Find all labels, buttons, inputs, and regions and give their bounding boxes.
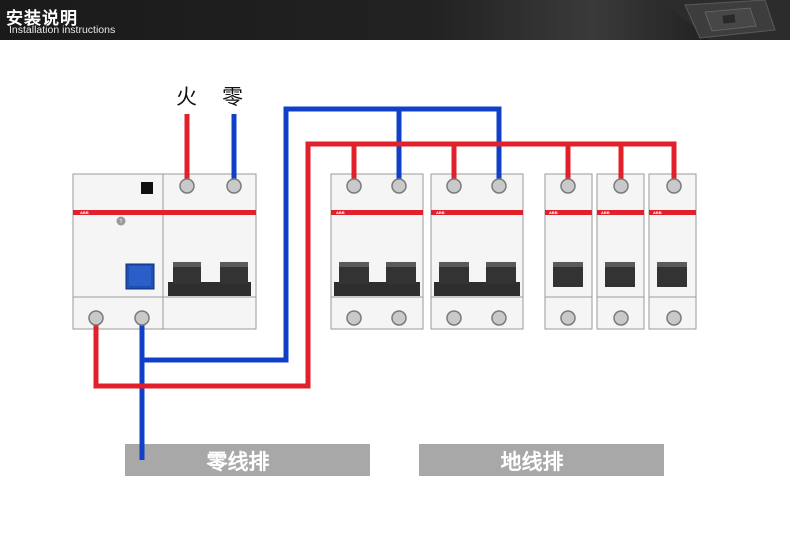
svg-text:T: T (119, 219, 122, 225)
header-subtitle: Installation instructions (9, 24, 116, 36)
neutral-busbar (125, 444, 370, 476)
main-breaker (162, 173, 257, 330)
header-title: 安装说明 (6, 9, 78, 29)
brand-logo: ABB (549, 210, 558, 215)
neutral-distribution-wire (139, 106, 502, 363)
breaker-b-handle-1[interactable] (439, 262, 469, 284)
breaker-2p-a: ABB (330, 173, 424, 330)
breaker-1p-d: ABB (596, 173, 645, 330)
indicator-square (141, 182, 153, 194)
live-distribution-wire (93, 141, 677, 389)
ground-busbar (419, 444, 664, 476)
breaker-1p-c: ABB (544, 173, 593, 330)
brand-logo: ABB (436, 210, 445, 215)
brand-logo: ABB (80, 210, 89, 215)
terminal-screws (88, 178, 682, 326)
brand-logo: ABB (653, 210, 662, 215)
test-button-icon[interactable] (116, 216, 126, 226)
neutral-busbar-label: 零线排 (206, 450, 270, 474)
header-bar: 安装说明 Installation instructions (0, 0, 790, 40)
breaker-2p-b: ABB (430, 173, 524, 330)
breaker-a-handle-2[interactable] (386, 262, 416, 284)
main-breaker-handle-2[interactable] (220, 262, 248, 284)
rcd-module: T (72, 173, 164, 330)
socket-decoration-icon (660, 0, 790, 40)
breaker-a-handle-1[interactable] (339, 262, 369, 284)
main-breaker-handle-1[interactable] (173, 262, 201, 284)
breaker-b-handle-2[interactable] (486, 262, 516, 284)
live-label: 火 (176, 85, 197, 109)
ground-busbar-label: 地线排 (501, 450, 564, 474)
brand-stripe (73, 210, 256, 215)
brand-logo: ABB (336, 210, 345, 215)
breaker-1p-e: ABB (648, 173, 697, 330)
neutral-label: 零 (222, 85, 243, 109)
brand-logo: ABB (601, 210, 610, 215)
